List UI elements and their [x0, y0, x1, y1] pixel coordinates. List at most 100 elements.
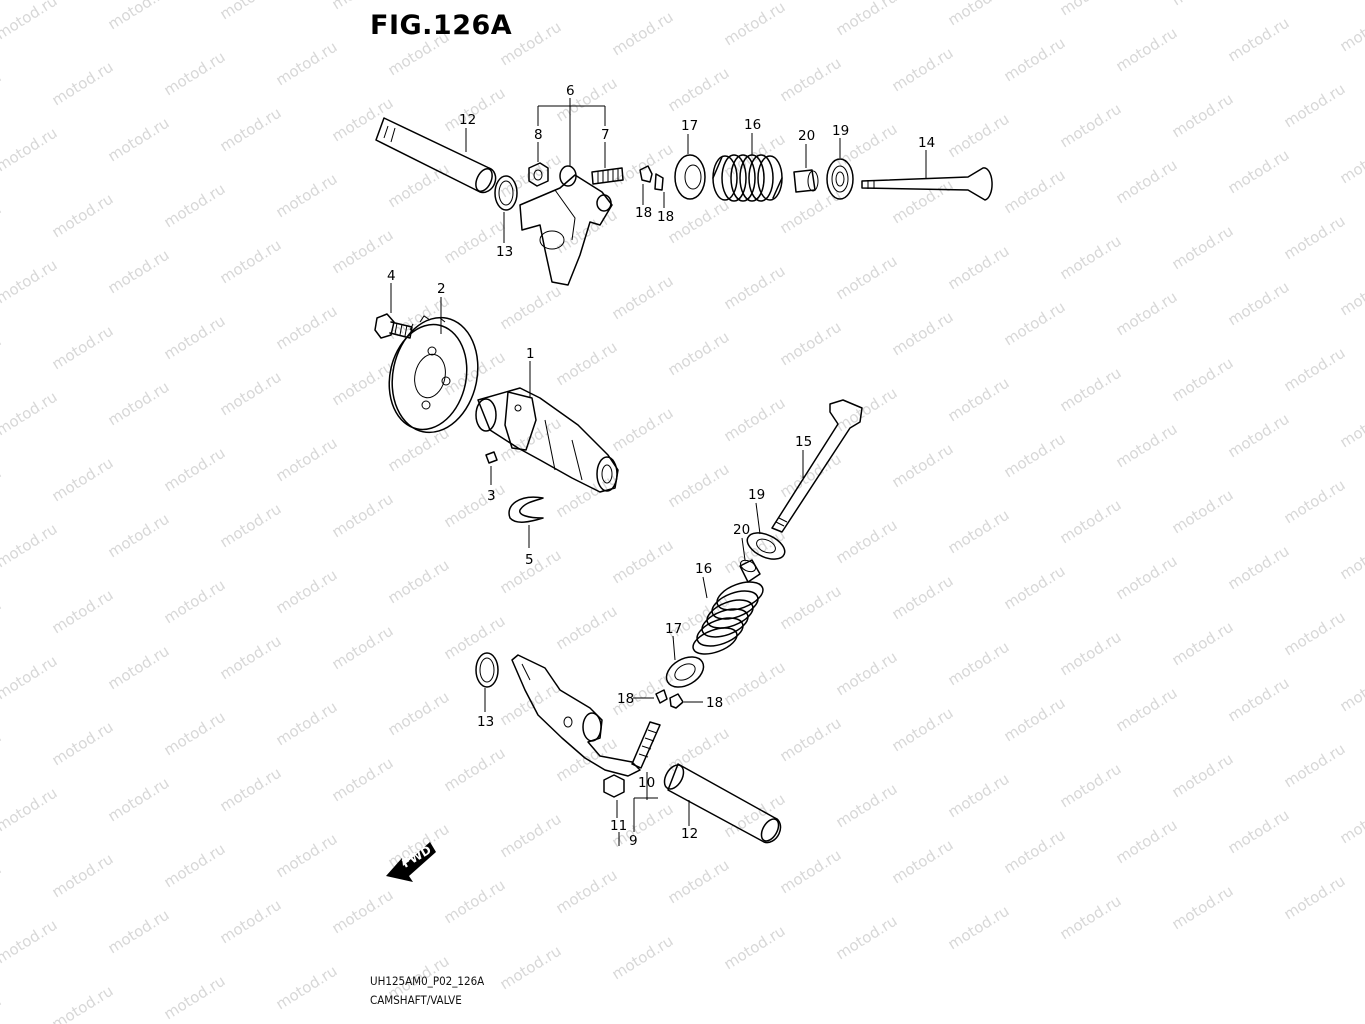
watermark-text: motod.ru	[49, 850, 117, 902]
watermark-text: motod.ru	[273, 302, 341, 354]
watermark-text: motod.ru	[1113, 420, 1181, 472]
watermark-text: motod.ru	[889, 176, 957, 228]
part-retainer-lower	[665, 656, 705, 688]
watermark-text: motod.ru	[1169, 750, 1237, 802]
watermark-text: motod.ru	[217, 764, 285, 816]
watermark-text: motod.ru	[1281, 872, 1349, 924]
callout-16-lower: 16	[695, 561, 712, 577]
watermark-text: motod.ru	[889, 44, 957, 96]
watermark-text: motod.ru	[1169, 882, 1237, 934]
watermark-text: motod.ru	[441, 612, 509, 664]
watermark-text: motod.ru	[0, 992, 4, 1024]
watermark-text: motod.ru	[0, 256, 60, 308]
watermark-text: motod.ru	[49, 982, 117, 1024]
watermark-text: motod.ru	[273, 434, 341, 486]
part-washer-lower	[475, 652, 499, 688]
callout-17-upper: 17	[681, 118, 698, 134]
leader-lines	[390, 98, 927, 846]
watermark-text: motod.ru	[497, 282, 565, 334]
callout-11: 11	[610, 818, 627, 834]
watermark-text: motod.ru	[441, 876, 509, 928]
watermark-text: motod.ru	[665, 856, 733, 908]
callout-3: 3	[487, 488, 496, 504]
watermark-text: motod.ru	[329, 358, 397, 410]
callout-13-lower: 13	[477, 714, 494, 730]
watermark-text: motod.ru	[609, 8, 677, 60]
watermark-text: motod.ru	[217, 500, 285, 552]
watermark-text: motod.ru	[273, 962, 341, 1014]
watermark-text: motod.ru	[1113, 288, 1181, 340]
figure-name: CAMSHAFT/VALVE	[370, 993, 462, 1007]
watermark-text: motod.ru	[889, 440, 957, 492]
watermark-text: motod.ru	[0, 388, 60, 440]
watermark-text: motod.ru	[441, 744, 509, 796]
watermark-text: motod.ru	[665, 64, 733, 116]
watermark-text: motod.ru	[105, 774, 173, 826]
watermark-text: motod.ru	[497, 678, 565, 730]
watermark-text: motod.ru	[945, 110, 1013, 162]
callout-12-upper: 12	[459, 112, 476, 128]
watermark-text: motod.ru	[0, 68, 4, 120]
watermark-text: motod.ru	[945, 638, 1013, 690]
watermark-text: motod.ru	[609, 536, 677, 588]
watermark-text: motod.ru	[385, 556, 453, 608]
watermark-text: motod.ru	[1337, 400, 1365, 452]
watermark-text: motod.ru	[945, 506, 1013, 558]
watermark-text: motod.ru	[0, 520, 60, 572]
part-pin	[485, 451, 498, 464]
callout-10: 10	[638, 775, 655, 791]
watermark-text: motod.ru	[553, 74, 621, 126]
watermark-text: motod.ru	[1337, 268, 1365, 320]
watermark-text: motod.ru	[1057, 0, 1125, 19]
watermark-text: motod.ru	[49, 58, 117, 110]
part-cotter-upper-b	[654, 173, 664, 191]
watermark-text: motod.ru	[833, 780, 901, 832]
part-spring-seat-lower	[746, 532, 786, 560]
watermark-text: motod.ru	[1281, 740, 1349, 792]
watermark-text: motod.ru	[833, 0, 901, 39]
watermark-text: motod.ru	[1281, 344, 1349, 396]
watermark-text: motod.ru	[609, 404, 677, 456]
watermark-text: motod.ru	[161, 576, 229, 628]
watermark-text: motod.ru	[1057, 892, 1125, 944]
watermark-text: motod.ru	[497, 942, 565, 994]
watermark-text: motod.ru	[1057, 100, 1125, 152]
watermark-text: motod.ru	[1057, 760, 1125, 812]
watermark-text: motod.ru	[273, 566, 341, 618]
part-clip	[508, 496, 544, 523]
watermark-text: motod.ru	[777, 54, 845, 106]
watermark-text: motod.ru	[1225, 542, 1293, 594]
watermark-text: motod.ru	[161, 312, 229, 364]
watermark-text: motod.ru	[1169, 222, 1237, 274]
watermark-text: motod.ru	[1337, 532, 1365, 584]
callout-9: 9	[629, 833, 638, 849]
watermark-text: motod.ru	[329, 886, 397, 938]
watermark-text: motod.ru	[833, 912, 901, 964]
watermark-text: motod.ru	[0, 200, 4, 252]
watermark-text: motod.ru	[1113, 156, 1181, 208]
part-stem-seal-upper	[793, 169, 819, 193]
part-cotter-lower-a	[655, 689, 668, 704]
watermark-text: motod.ru	[1057, 628, 1125, 680]
watermark-text: motod.ru	[1337, 4, 1365, 56]
watermark-text: motod.ru	[1281, 80, 1349, 132]
watermark-text: motod.ru	[777, 450, 845, 502]
watermark-text: motod.ru	[329, 622, 397, 674]
watermark-text: motod.ru	[833, 252, 901, 304]
callout-17-lower: 17	[665, 621, 682, 637]
watermark-text: motod.ru	[889, 308, 957, 360]
watermark-text: motod.ru	[217, 632, 285, 684]
watermark-text: motod.ru	[1001, 166, 1069, 218]
callout-2: 2	[437, 281, 446, 297]
callout-19-lower: 19	[748, 487, 765, 503]
part-spring-seat-upper	[826, 158, 854, 200]
watermark-text: motod.ru	[273, 38, 341, 90]
watermark-text: motod.ru	[1001, 562, 1069, 614]
watermark-text: motod.ru	[105, 246, 173, 298]
callout-16-upper: 16	[744, 117, 761, 133]
part-rocker-arm-upper	[519, 165, 613, 286]
watermark-text: motod.ru	[777, 714, 845, 766]
watermark-text: motod.ru	[161, 444, 229, 496]
watermark-text: motod.ru	[553, 866, 621, 918]
